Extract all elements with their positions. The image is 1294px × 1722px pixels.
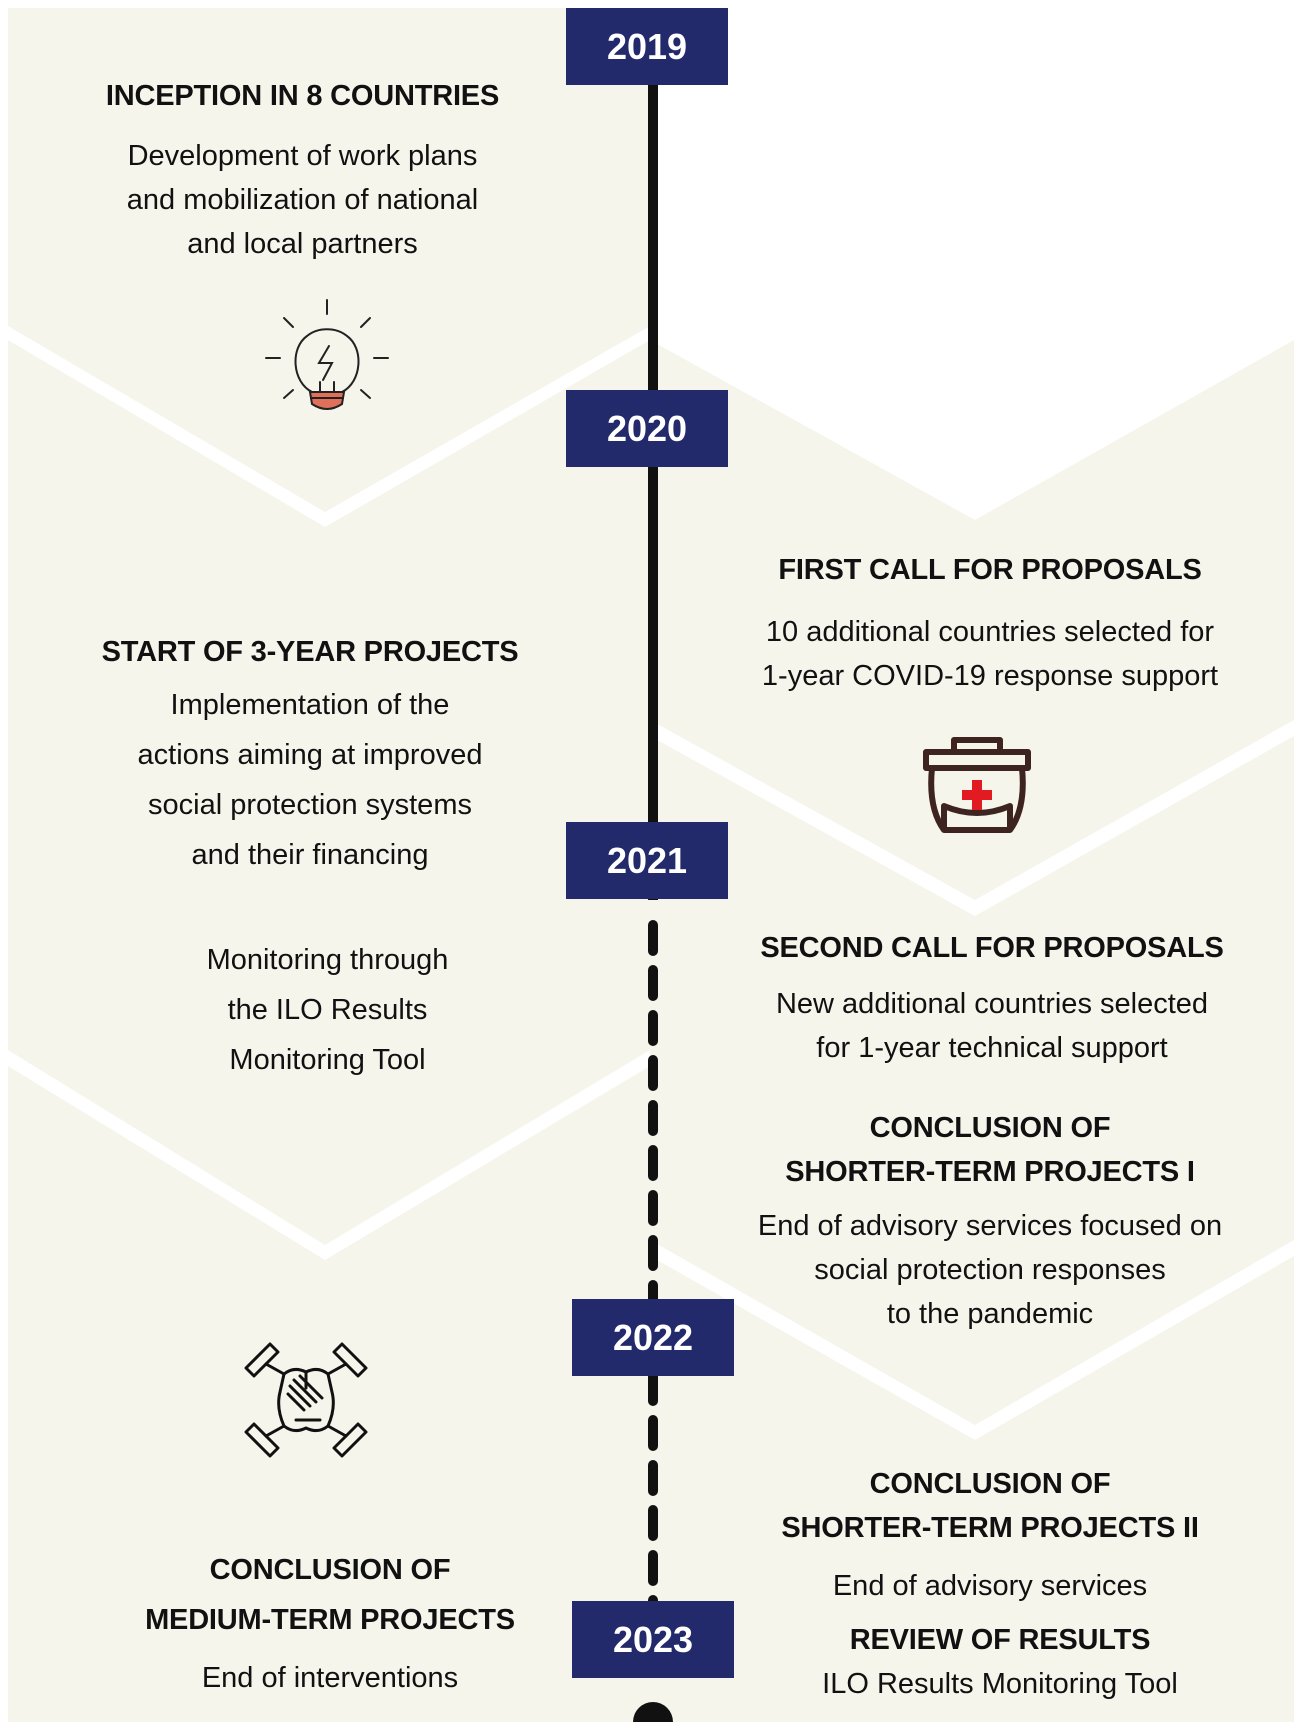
event-line: Implementation of the — [170, 689, 450, 721]
event-line: Development of work plans — [127, 140, 478, 172]
event-title: FIRST CALL FOR PROPOSALS — [778, 554, 1202, 586]
event-shorter-term-1: CONCLUSION OF SHORTER-TERM PROJECTS I En… — [700, 1106, 1280, 1336]
event-title: CONCLUSION OF — [869, 1468, 1111, 1500]
event-title: SECOND CALL FOR PROPOSALS — [760, 932, 1224, 964]
event-first-call: FIRST CALL FOR PROPOSALS 10 additional c… — [710, 548, 1270, 698]
band-right-2 — [650, 736, 1294, 1425]
event-title: CONCLUSION OF — [869, 1112, 1111, 1144]
event-line: and local partners — [187, 228, 418, 260]
band-left-3 — [8, 1066, 650, 1722]
lightbulb-icon — [265, 299, 389, 410]
event-line: End of advisory services — [832, 1570, 1148, 1602]
timeline-end-dot — [633, 1702, 673, 1722]
event-second-call: SECOND CALL FOR PROPOSALS New additional… — [712, 926, 1272, 1070]
event-medium-term: CONCLUSION OF MEDIUM-TERM PROJECTS End o… — [60, 1548, 600, 1700]
year-2023: 2023 — [572, 1601, 734, 1678]
event-line: and their financing — [191, 839, 429, 871]
event-inception: INCEPTION IN 8 COUNTRIES Development of … — [40, 74, 565, 266]
band-right-1 — [650, 340, 1294, 900]
event-title: MEDIUM-TERM PROJECTS — [145, 1604, 515, 1636]
event-title: REVIEW OF RESULTS — [849, 1624, 1151, 1656]
medical-kit-icon — [923, 737, 1031, 833]
event-line: New additional countries selected — [775, 988, 1209, 1020]
year-2022: 2022 — [572, 1299, 734, 1376]
event-line: Monitoring Tool — [229, 1044, 426, 1076]
event-title: INCEPTION IN 8 COUNTRIES — [105, 80, 500, 112]
event-line: End of interventions — [201, 1662, 459, 1694]
event-line: to the pandemic — [886, 1298, 1094, 1330]
event-start-projects: START OF 3-YEAR PROJECTS Implementation … — [50, 630, 570, 880]
event-title: SHORTER-TERM PROJECTS I — [785, 1156, 1195, 1188]
event-line: the ILO Results — [227, 994, 428, 1026]
event-shorter-term-2: CONCLUSION OF SHORTER-TERM PROJECTS II E… — [700, 1462, 1280, 1608]
event-line: 10 additional countries selected for — [765, 616, 1215, 648]
event-title: CONCLUSION OF — [209, 1554, 451, 1586]
band-left-1 — [8, 8, 650, 512]
event-line: actions aiming at improved — [137, 739, 483, 771]
band-right-3 — [650, 1256, 1294, 1722]
event-monitoring: Monitoring through the ILO Results Monit… — [130, 935, 525, 1085]
year-2020: 2020 — [566, 390, 728, 467]
joined-hands-icon — [244, 1342, 368, 1458]
event-title: SHORTER-TERM PROJECTS II — [781, 1512, 1199, 1544]
event-review: REVIEW OF RESULTS ILO Results Monitoring… — [720, 1618, 1280, 1706]
event-line: social protection responses — [814, 1254, 1166, 1286]
event-line: social protection systems — [148, 789, 472, 821]
event-line: End of advisory services focused on — [757, 1210, 1223, 1242]
event-line: for 1-year technical support — [816, 1032, 1168, 1064]
event-line: Monitoring through — [206, 944, 449, 976]
event-line: ILO Results Monitoring Tool — [822, 1668, 1178, 1700]
event-line: and mobilization of national — [126, 184, 479, 216]
band-left-2 — [8, 340, 650, 1245]
event-line: 1-year COVID-19 response support — [761, 660, 1219, 692]
event-title: START OF 3-YEAR PROJECTS — [101, 636, 519, 668]
year-2019: 2019 — [566, 8, 728, 85]
year-2021: 2021 — [566, 822, 728, 899]
